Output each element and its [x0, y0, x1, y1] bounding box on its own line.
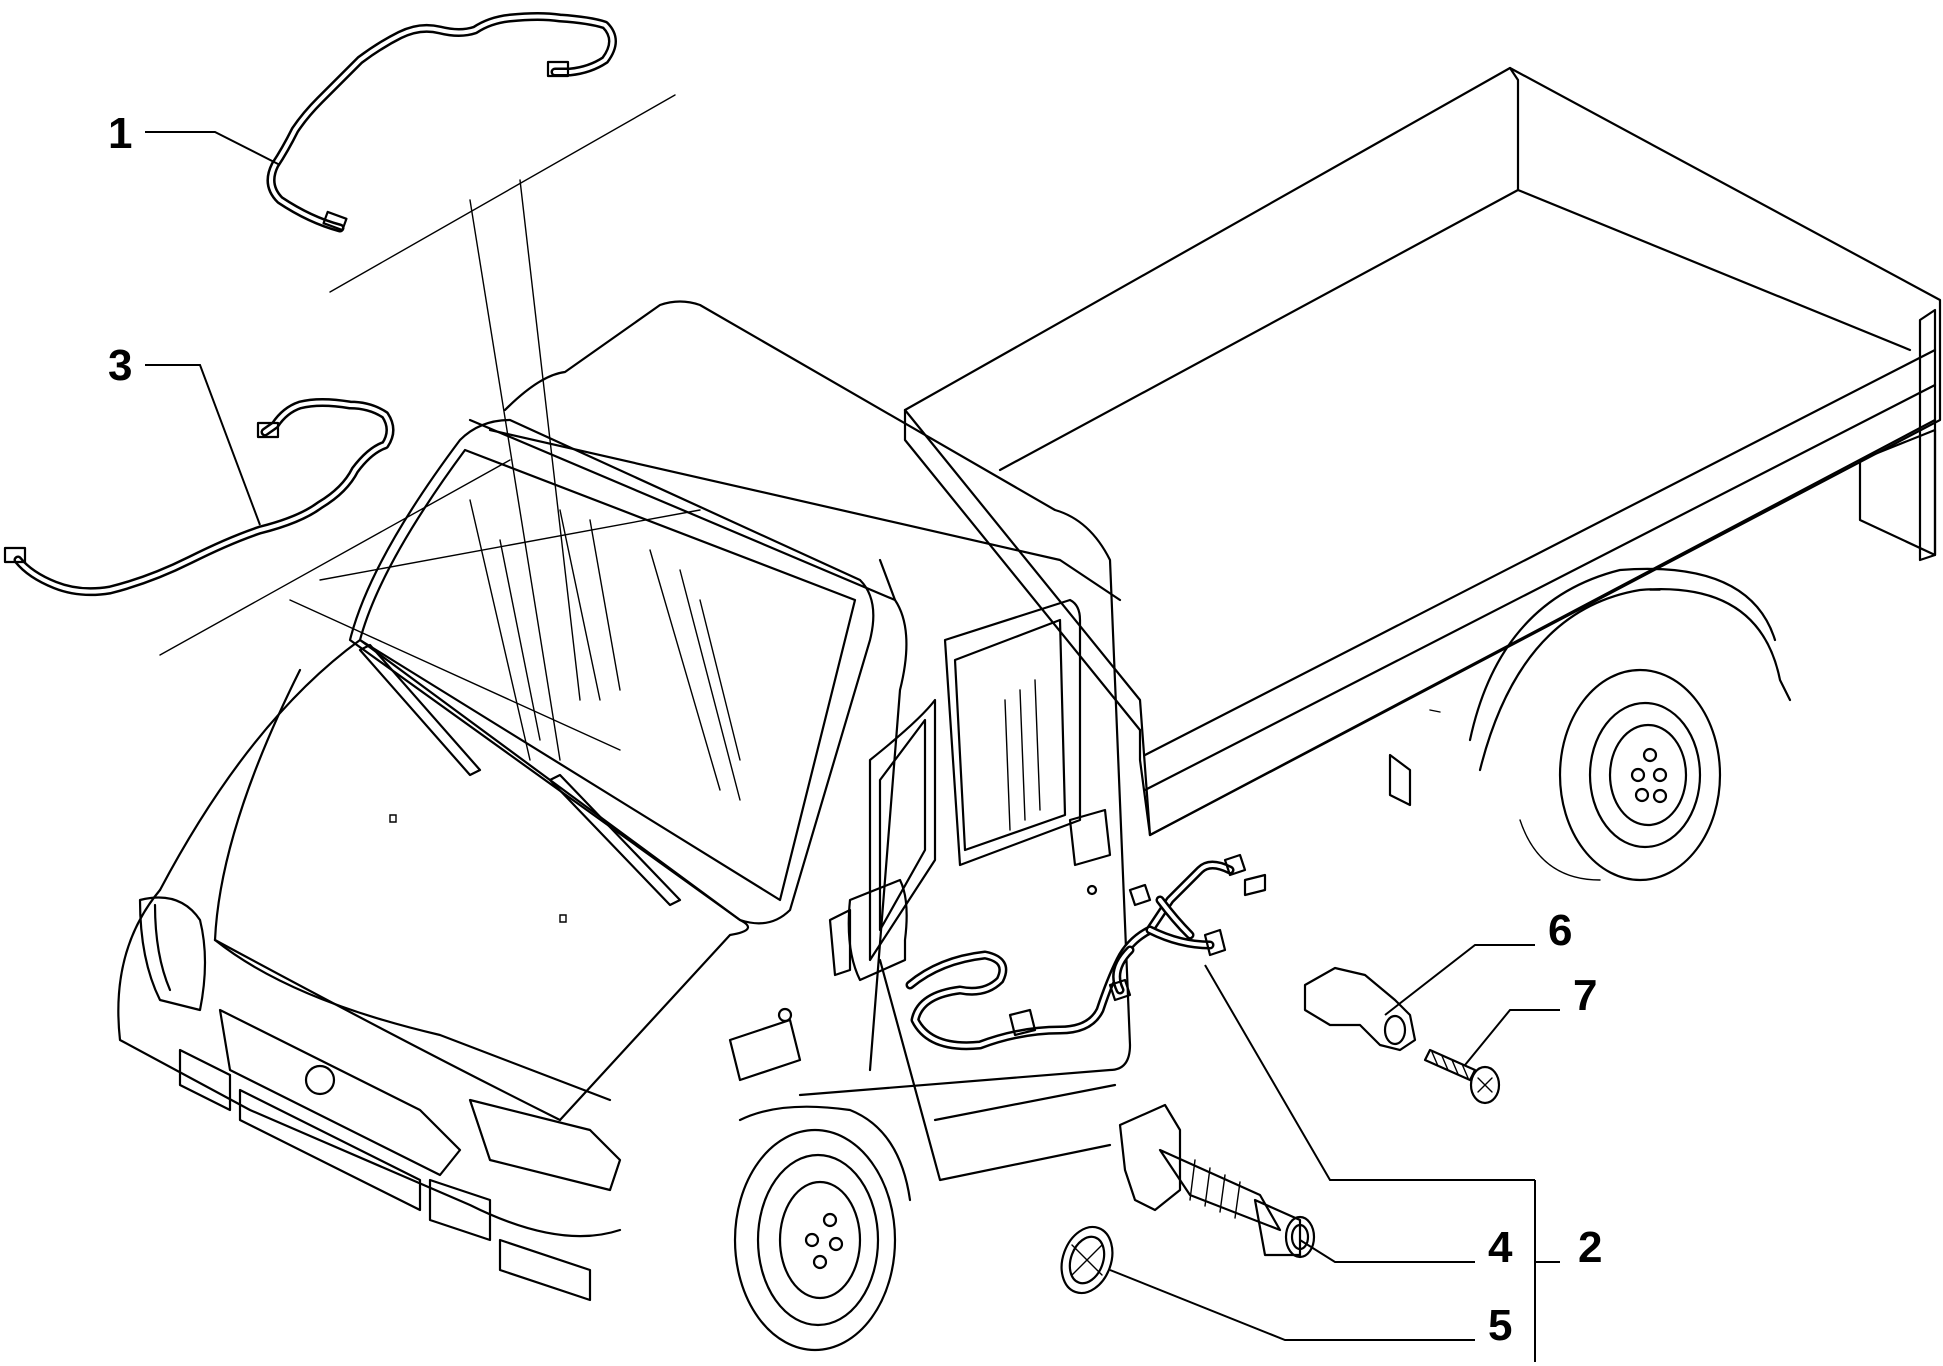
part-6-bracket [1303, 966, 1417, 1052]
callout-4: 4 [1488, 1223, 1513, 1272]
cab-wiring-harness [905, 853, 1267, 1051]
part-7-screw [1423, 1048, 1501, 1105]
callout-1: 1 [108, 109, 132, 158]
callout-7: 7 [1573, 971, 1597, 1020]
truck-illustration [117, 66, 1942, 1352]
hood-front [117, 638, 802, 1302]
part-3-wire [3, 398, 395, 597]
callout-3: 3 [108, 341, 132, 390]
callout-2: 2 [1578, 1223, 1602, 1272]
wipers [358, 643, 682, 907]
side-mirror [828, 878, 908, 982]
rear-wheel [1468, 567, 1792, 882]
leader-4 [1299, 1239, 1475, 1263]
callout-5: 5 [1488, 1301, 1512, 1350]
cab-body [468, 300, 1132, 1182]
windshield [348, 418, 875, 925]
section-lines [159, 94, 701, 761]
leader-7 [1464, 1009, 1560, 1066]
part-5-grommet [1060, 1225, 1114, 1295]
leader-6 [1384, 944, 1535, 1016]
leader-1 [145, 131, 281, 166]
front-wheel [733, 1105, 912, 1352]
leader-5 [1109, 1269, 1475, 1341]
leader-3 [145, 364, 261, 526]
leader-2-harness [1204, 964, 1535, 1181]
leader-lines [145, 131, 1560, 1362]
callout-labels: 1 2 3 4 5 6 7 [108, 109, 1602, 1350]
part-1-wire [266, 12, 617, 233]
callout-6: 6 [1548, 906, 1572, 955]
cargo-bed [903, 66, 1942, 837]
part-4-sensor [1118, 1103, 1316, 1259]
